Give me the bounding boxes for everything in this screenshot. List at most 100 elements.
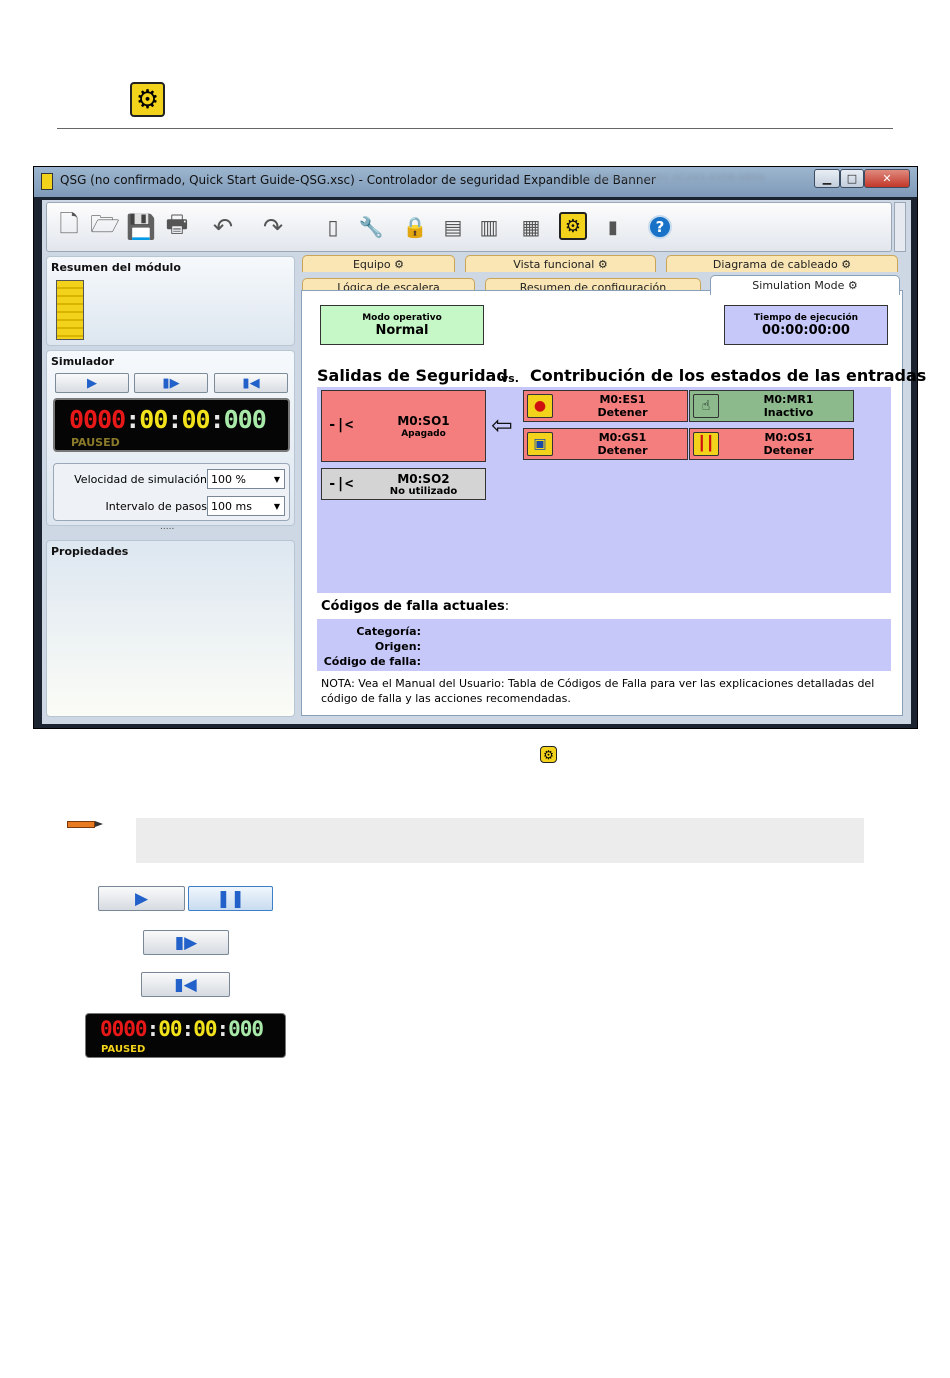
pause-button-illustration: ❚❚ xyxy=(188,886,273,911)
simulator-title: Simulador xyxy=(51,355,115,368)
write-icon[interactable]: ▥ xyxy=(479,215,499,239)
client-area: 🗋 🗁 💾 🖶 ↶ ↷ ▯ 🔧 🔒 ▤ ▥ ▦ ⚙ ▮ ? Resumen de… xyxy=(42,200,926,724)
reset-button-illustration: ▮◀ xyxy=(141,972,230,997)
play-button[interactable]: ▶ xyxy=(55,373,129,393)
read-icon[interactable]: ▤ xyxy=(443,215,463,239)
save-icon[interactable]: 💾 xyxy=(126,213,156,241)
runtime-value: 00:00:00:00 xyxy=(762,322,850,338)
fault-area: Categoría: Origen: Código de falla: xyxy=(317,619,891,671)
contact-icon: -|< xyxy=(328,417,354,433)
timer-seconds: 00 xyxy=(181,405,210,434)
fault-note: NOTA: Vea el Manual del Usuario: Tabla d… xyxy=(321,677,875,705)
timer-status: PAUSED xyxy=(71,436,120,449)
input-mr1-name: M0:MR1 xyxy=(763,393,814,406)
contact-icon: -|< xyxy=(328,476,354,492)
input-os1-state: Detener xyxy=(763,444,814,457)
input-os1[interactable]: ┃┃ M0:OS1 Detener xyxy=(689,428,854,460)
module-summary-title: Resumen del módulo xyxy=(51,261,181,274)
arrow-left-icon: ⇦ xyxy=(491,411,513,441)
step-button[interactable]: ▮▶ xyxy=(134,373,208,393)
simulation-content: Modo operativo Normal Tiempo de ejecució… xyxy=(301,290,926,716)
timer-millis: 000 xyxy=(223,405,267,434)
help-icon[interactable]: ? xyxy=(644,210,676,244)
header-divider xyxy=(57,128,893,129)
app-window: QSG (no confirmado, Quick Start Guide-QS… xyxy=(33,166,926,729)
module-summary-panel: Resumen del módulo xyxy=(46,256,295,346)
outputs-title: Salidas de Seguridad xyxy=(317,366,508,385)
step-button-illustration: ▮▶ xyxy=(143,930,229,955)
fault-code-label: Código de falla: xyxy=(323,655,421,668)
pencil-icon xyxy=(67,821,103,828)
redo-icon[interactable]: ↷ xyxy=(262,213,284,241)
input-mr1-state: Inactivo xyxy=(763,406,814,419)
input-es1[interactable]: ● M0:ES1 Detener xyxy=(523,390,688,422)
fault-title: Códigos de falla actuales: xyxy=(321,599,510,614)
runtime-label: Tiempo de ejecución xyxy=(753,312,859,323)
operating-mode-value: Normal xyxy=(375,322,429,338)
module-image[interactable] xyxy=(56,280,84,340)
app-icon xyxy=(41,173,53,190)
vs-label: vs. xyxy=(501,372,519,385)
reset-button[interactable]: ▮◀ xyxy=(214,373,288,393)
interval-label: Intervalo de pasos xyxy=(105,500,207,513)
simulation-gear-icon: ⚙ xyxy=(130,82,165,117)
window-title-serial: 0x1A0 F0733001 0C443-4X5B-9B0A xyxy=(584,173,766,184)
close-button[interactable]: ✕ xyxy=(864,169,910,188)
title-bar: QSG (no confirmado, Quick Start Guide-QS… xyxy=(34,167,917,197)
output-so2-state: No utilizado xyxy=(389,486,458,497)
simulation-gear-icon: ⚙ xyxy=(540,746,557,763)
gear-icon: ⚙ xyxy=(841,257,852,271)
minimize-button[interactable]: ▁ xyxy=(814,169,840,188)
settings-wrench-icon[interactable]: 🔧 xyxy=(358,215,384,239)
tab-simulation-mode[interactable]: Simulation Mode ⚙ xyxy=(710,275,900,295)
lock-icon[interactable]: 🔒 xyxy=(402,215,428,239)
input-gs1-name: M0:GS1 xyxy=(598,431,647,444)
fault-origin-label: Origen: xyxy=(374,640,421,653)
timer-illustration-status: PAUSED xyxy=(101,1044,146,1055)
output-so2-name: M0:SO2 xyxy=(397,472,450,486)
timer-illustration: 0000:00:00:000 PAUSED xyxy=(85,1013,286,1058)
manual-reset-icon: ☝ xyxy=(693,394,719,418)
operating-mode-label: Modo operativo xyxy=(362,312,442,323)
timer-hours: 0000 xyxy=(69,405,126,434)
panel-splitter[interactable]: ..... xyxy=(160,522,175,532)
toolbar-scrollbar[interactable] xyxy=(894,202,906,252)
output-so1-state: Apagado xyxy=(401,429,446,439)
input-es1-state: Detener xyxy=(597,406,648,419)
new-file-icon[interactable]: 🗋 xyxy=(59,209,79,238)
tab-equipo[interactable]: Equipo ⚙ xyxy=(302,255,455,272)
input-mr1[interactable]: ☝ M0:MR1 Inactivo xyxy=(689,390,854,422)
runtime-box: Tiempo de ejecución 00:00:00:00 xyxy=(724,305,888,345)
speed-select[interactable]: 100 %▼ xyxy=(207,469,285,489)
network-icon[interactable]: ▦ xyxy=(521,215,541,239)
input-gs1-state: Detener xyxy=(597,444,648,457)
print-icon[interactable]: 🖶 xyxy=(165,209,189,238)
simulation-settings: Velocidad de simulación 100 %▼ Intervalo… xyxy=(53,463,290,521)
properties-panel: Propiedades xyxy=(46,540,295,717)
input-gs1[interactable]: ▣ M0:GS1 Detener xyxy=(523,428,688,460)
tab-vista-funcional[interactable]: Vista funcional ⚙ xyxy=(465,255,656,272)
open-folder-icon[interactable]: 🗁 xyxy=(90,209,120,238)
tab-diagrama-cableado[interactable]: Diagrama de cableado ⚙ xyxy=(666,255,898,272)
interval-select[interactable]: 100 ms▼ xyxy=(207,496,285,516)
gate-switch-icon: ▣ xyxy=(527,432,553,456)
gear-icon: ⚙ xyxy=(597,257,608,271)
window-title: QSG (no confirmado, Quick Start Guide-QS… xyxy=(60,173,656,187)
simulation-mode-icon[interactable]: ⚙ xyxy=(559,212,587,240)
fault-category-label: Categoría: xyxy=(356,625,421,638)
chevron-down-icon: ▼ xyxy=(273,501,280,511)
input-es1-name: M0:ES1 xyxy=(599,393,646,406)
maximize-button[interactable]: □ xyxy=(840,169,864,188)
speed-label: Velocidad de simulación xyxy=(74,473,207,486)
output-so2[interactable]: -|< M0:SO2 No utilizado xyxy=(321,468,486,500)
toolbar: 🗋 🗁 💾 🖶 ↶ ↷ ▯ 🔧 🔒 ▤ ▥ ▦ ⚙ ▮ ? xyxy=(46,202,892,252)
gear-icon: ⚙ xyxy=(847,279,858,292)
output-so1[interactable]: -|< M0:SO1 Apagado xyxy=(321,390,486,462)
timer-minutes: 00 xyxy=(139,405,168,434)
disconnect-icon[interactable]: ▮ xyxy=(608,216,618,238)
output-so1-name: M0:SO1 xyxy=(397,414,450,428)
module-icon[interactable]: ▯ xyxy=(327,215,339,239)
properties-title: Propiedades xyxy=(51,545,129,558)
undo-icon[interactable]: ↶ xyxy=(212,213,234,241)
chevron-down-icon: ▼ xyxy=(273,474,280,484)
